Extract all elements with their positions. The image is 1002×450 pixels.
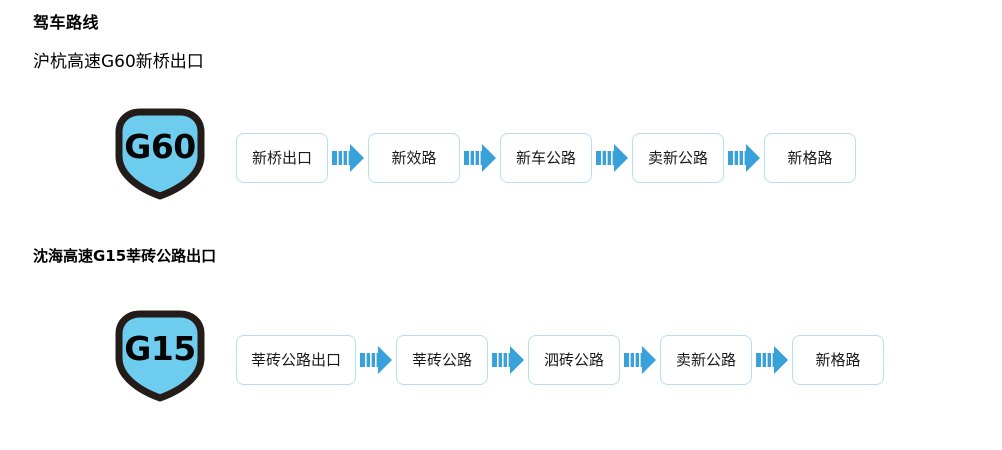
route-steps-2: 莘砖公路出口 莘砖公路 泗砖公路 <box>236 334 885 386</box>
route-heading-1: 沪杭高速G60新桥出口 <box>33 52 204 72</box>
arrow-right-icon <box>328 141 368 175</box>
arrow-right-icon <box>620 343 660 377</box>
arrow-right-icon <box>724 141 764 175</box>
route-heading-2: 沈海高速G15莘砖公路出口 <box>33 247 217 265</box>
arrow-right-icon <box>356 343 396 377</box>
route-step[interactable]: 卖新公路 <box>660 335 753 385</box>
arrow-right-icon <box>488 343 528 377</box>
route-step[interactable]: 新格路 <box>792 335 885 385</box>
arrow-right-icon <box>592 141 632 175</box>
route-steps-1: 新桥出口 新效路 新车公路 <box>236 132 856 184</box>
highway-shield-icon-g15: G15 <box>112 310 208 402</box>
route-step[interactable]: 泗砖公路 <box>528 335 621 385</box>
route-step[interactable]: 新车公路 <box>500 133 592 183</box>
page-title: 驾车路线 <box>33 13 100 32</box>
route-step[interactable]: 卖新公路 <box>632 133 724 183</box>
highway-shield-icon-g60: G60 <box>112 108 208 200</box>
route-flow-2: G15 莘砖公路出口 莘砖公路 <box>0 310 1002 410</box>
route-step[interactable]: 莘砖公路 <box>396 335 489 385</box>
route-flow-1: G60 新桥出口 新效路 新车公 <box>0 108 1002 208</box>
route-step[interactable]: 新格路 <box>764 133 856 183</box>
route-step[interactable]: 新桥出口 <box>236 133 328 183</box>
arrow-right-icon <box>752 343 792 377</box>
route-step[interactable]: 莘砖公路出口 <box>236 335 357 385</box>
arrow-right-icon <box>460 141 500 175</box>
route-step[interactable]: 新效路 <box>368 133 460 183</box>
